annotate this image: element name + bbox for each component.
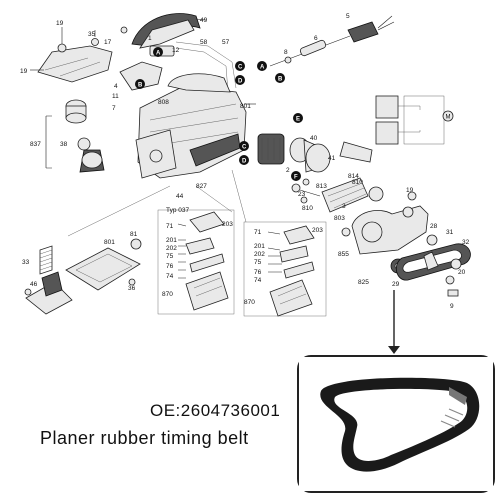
blade-assembly-right [243, 221, 327, 317]
label-827: 827 [196, 183, 207, 190]
label-6: 6 [314, 35, 318, 42]
marker-b1: B [138, 83, 143, 89]
label-7: 7 [112, 105, 116, 112]
label-31: 31 [446, 229, 454, 236]
belt-photo-frame [297, 355, 495, 493]
marker-a2: A [260, 65, 265, 71]
label-201b: 201 [254, 243, 265, 250]
label-19b: 19 [20, 68, 28, 75]
label-5: 5 [346, 13, 350, 20]
timing-belt-photo [299, 357, 493, 491]
label-801a: 801 [240, 103, 251, 110]
motor-schematic: M [375, 95, 454, 145]
label-12: 12 [172, 47, 180, 54]
label-9: 9 [450, 303, 454, 310]
label-203b: 203 [312, 227, 323, 234]
label-855: 855 [338, 251, 349, 258]
marker-b2: B [278, 77, 283, 83]
typ-label: Typ 037 [166, 207, 190, 214]
label-19c: 19 [406, 187, 414, 194]
label-870b: 870 [244, 299, 255, 306]
label-23: 23 [298, 191, 306, 198]
label-29: 29 [392, 281, 400, 288]
marker-d2: D [242, 159, 247, 165]
label-35: 35 [88, 31, 96, 38]
label-57: 57 [222, 39, 230, 46]
label-32: 32 [462, 239, 470, 246]
label-837: 837 [30, 141, 41, 148]
top-cover-assembly [30, 27, 113, 83]
screw-19-top [120, 26, 128, 34]
label-41: 41 [328, 155, 336, 162]
marker-e: E [296, 117, 300, 123]
label-76b: 76 [254, 269, 262, 276]
label-4: 4 [114, 83, 118, 90]
oe-part-number: OE:2604736001 [150, 401, 281, 420]
label-814: 814 [348, 173, 359, 180]
power-cord [269, 15, 395, 67]
label-803: 803 [334, 215, 345, 222]
label-1: 1 [148, 35, 152, 42]
label-44: 44 [176, 193, 184, 200]
typ-037-box [157, 209, 235, 315]
label-825: 825 [358, 279, 369, 286]
marker-c2: C [242, 145, 247, 151]
label-810b: 810 [302, 205, 313, 212]
label-8: 8 [284, 49, 288, 56]
leader-lines [67, 169, 247, 237]
base-plate [24, 238, 142, 315]
label-76a: 76 [166, 263, 174, 270]
label-201a: 201 [166, 237, 177, 244]
label-870a: 870 [162, 291, 173, 298]
label-202b: 202 [254, 251, 265, 258]
belt-callout-arrow [388, 346, 400, 354]
label-46: 46 [30, 281, 38, 288]
handle-49 [131, 13, 207, 49]
marker-c1: C [238, 65, 243, 71]
label-801b: 801 [104, 239, 115, 246]
label-813: 813 [316, 183, 327, 190]
label-74a: 74 [166, 273, 174, 280]
motor-group [257, 133, 373, 173]
main-housing [135, 73, 256, 179]
label-3: 3 [342, 203, 346, 210]
label-202a: 202 [166, 245, 177, 252]
label-28: 28 [430, 223, 438, 230]
armature [291, 177, 384, 213]
label-75a: 75 [166, 253, 174, 260]
marker-a1: A [156, 51, 161, 57]
label-49: 49 [200, 17, 208, 24]
label-71b: 71 [254, 229, 262, 236]
label-74b: 74 [254, 277, 262, 284]
label-203a: 203 [222, 221, 233, 228]
label-808: 808 [158, 99, 169, 106]
depth-knob [45, 99, 105, 173]
label-2: 2 [286, 167, 290, 174]
marker-f: F [294, 175, 298, 181]
label-36: 36 [128, 285, 136, 292]
label-40: 40 [310, 135, 318, 142]
label-17: 17 [104, 39, 112, 46]
label-75b: 75 [254, 259, 262, 266]
label-71a: 71 [166, 223, 174, 230]
belt-drive [341, 191, 471, 297]
label-20: 20 [458, 269, 466, 276]
motor-symbol-label: M [446, 115, 451, 121]
label-58: 58 [200, 39, 208, 46]
label-11: 11 [112, 93, 119, 100]
circle-markers: A B C D A B C D E F [135, 47, 303, 181]
label-33: 33 [22, 259, 30, 266]
marker-d1: D [238, 79, 243, 85]
label-810a: 810 [352, 179, 363, 186]
product-description: Planer rubber timing belt [40, 428, 249, 448]
label-81: 81 [130, 231, 138, 238]
part-labels: 19 35 17 49 19 1 12 58 57 5 6 8 4 11 7 8… [20, 13, 470, 310]
label-38: 38 [60, 141, 68, 148]
label-19a: 19 [56, 20, 64, 27]
